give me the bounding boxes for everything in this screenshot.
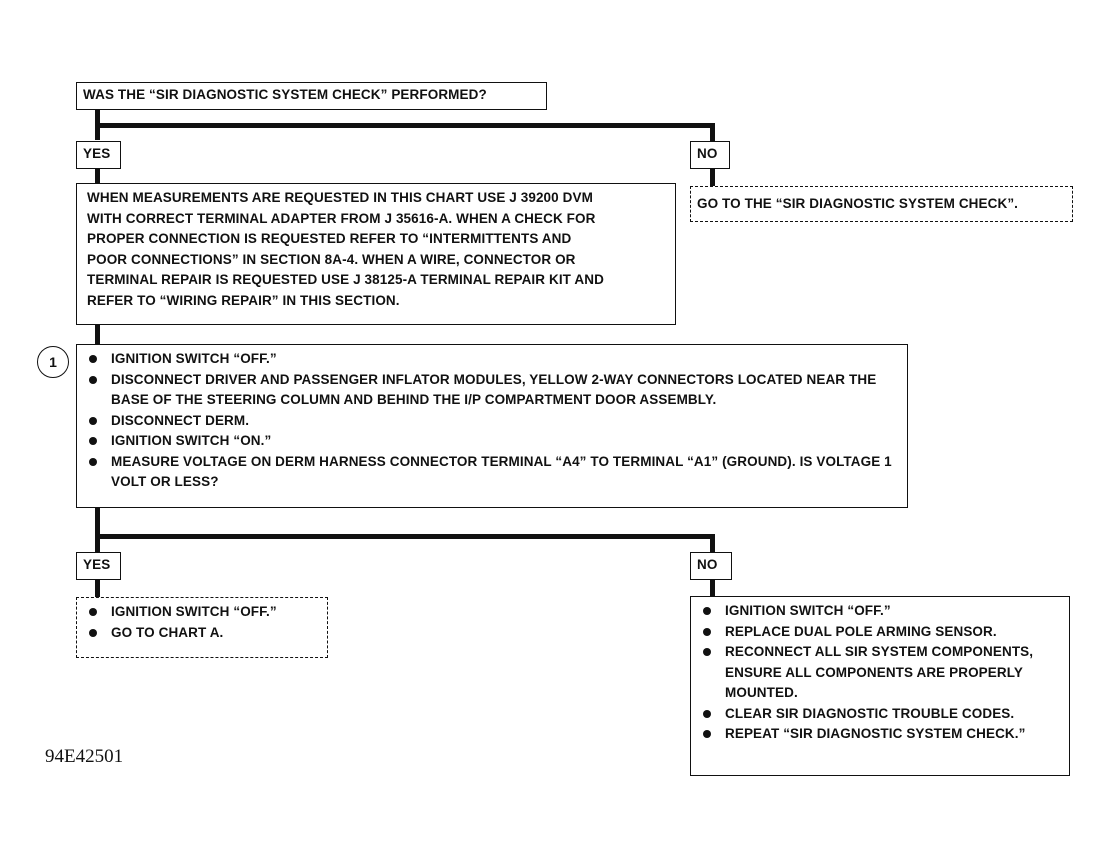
instructions-line: POOR CONNECTIONS” IN SECTION 8A-4. WHEN … — [87, 251, 576, 267]
step1-box: IGNITION SWITCH “OFF.” DISCONNECT DRIVER… — [76, 344, 908, 508]
step-number-circle: 1 — [37, 346, 69, 378]
step1-item: DISCONNECT DERM. — [87, 411, 899, 432]
connector-line — [95, 579, 100, 598]
no-result-list: IGNITION SWITCH “OFF.” REPLACE DUAL POLE… — [691, 597, 1069, 749]
connector-line — [95, 168, 100, 184]
instructions-line: REFER TO “WIRING REPAIR” IN THIS SECTION… — [87, 292, 400, 308]
step1-item: IGNITION SWITCH “OFF.” — [87, 349, 899, 370]
yes-label-1: YES — [76, 141, 121, 169]
go-to-sir-check-box: GO TO THE “SIR DIAGNOSTIC SYSTEM CHECK”. — [690, 186, 1073, 222]
no-result-item: RECONNECT ALL SIR SYSTEM COMPONENTS, ENS… — [701, 642, 1061, 704]
instructions-line: TERMINAL REPAIR IS REQUESTED USE J 38125… — [87, 272, 604, 287]
connector-line — [710, 579, 715, 598]
figure-id: 94E42501 — [45, 746, 124, 767]
no-result-item: REPEAT “SIR DIAGNOSTIC SYSTEM CHECK.” — [701, 724, 1061, 745]
step1-item: MEASURE VOLTAGE ON DERM HARNESS CONNECTO… — [87, 452, 899, 493]
yes-result-box: IGNITION SWITCH “OFF.” GO TO CHART A. — [76, 597, 328, 658]
connector-line — [95, 534, 715, 539]
no-result-item: CLEAR SIR DIAGNOSTIC TROUBLE CODES. — [701, 704, 1061, 725]
instructions-line: WHEN MEASUREMENTS ARE REQUESTED IN THIS … — [87, 190, 593, 205]
step1-item: DISCONNECT DRIVER AND PASSENGER INFLATOR… — [87, 370, 899, 411]
yes-result-item: GO TO CHART A. — [87, 623, 319, 644]
connector-line — [95, 324, 100, 346]
step1-list: IGNITION SWITCH “OFF.” DISCONNECT DRIVER… — [77, 345, 907, 497]
connector-line — [710, 168, 715, 187]
no-result-box: IGNITION SWITCH “OFF.” REPLACE DUAL POLE… — [690, 596, 1070, 776]
no-result-item: IGNITION SWITCH “OFF.” — [701, 601, 1061, 622]
instructions-line: PROPER CONNECTION IS REQUESTED REFER TO … — [87, 231, 572, 246]
yes-result-item: IGNITION SWITCH “OFF.” — [87, 602, 319, 623]
connector-line — [95, 507, 100, 552]
connector-line — [95, 123, 715, 128]
no-result-item: REPLACE DUAL POLE ARMING SENSOR. — [701, 622, 1061, 643]
connector-line — [710, 534, 715, 553]
instructions-box: WHEN MEASUREMENTS ARE REQUESTED IN THIS … — [76, 183, 676, 325]
question-box: WAS THE “SIR DIAGNOSTIC SYSTEM CHECK” PE… — [76, 82, 547, 110]
no-label-1: NO — [690, 141, 730, 169]
instructions-line: WITH CORRECT TERMINAL ADAPTER FROM J 356… — [87, 210, 596, 226]
step1-item: IGNITION SWITCH “ON.” — [87, 431, 899, 452]
yes-result-list: IGNITION SWITCH “OFF.” GO TO CHART A. — [77, 598, 327, 647]
no-label-2: NO — [690, 552, 732, 580]
yes-label-2: YES — [76, 552, 121, 580]
connector-line — [710, 123, 715, 142]
